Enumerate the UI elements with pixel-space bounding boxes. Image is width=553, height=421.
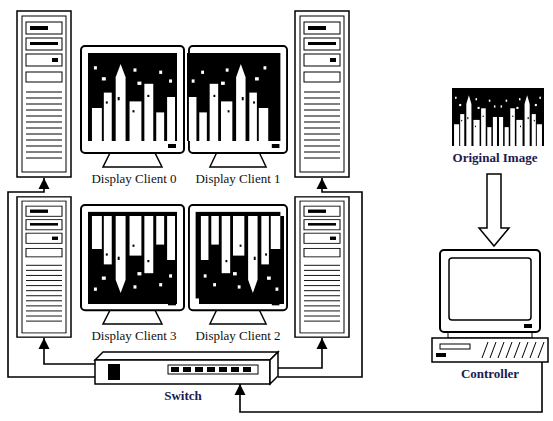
computer-tower (17, 11, 349, 337)
block-arrow (479, 174, 509, 246)
node-label: Original Image (441, 150, 549, 166)
node-label: Controller (433, 366, 547, 382)
display-client: Display Client 0 (16, 10, 72, 178)
node-label: Display Client 2 (183, 328, 293, 344)
network-cable (278, 178, 362, 377)
node-label: Display Client 1 (183, 171, 293, 187)
display-client: Display Client 2 (294, 196, 350, 338)
network-switch (95, 352, 278, 384)
original-image: Original Image (446, 88, 550, 168)
network-cable (278, 338, 322, 368)
node-label: Switch (136, 388, 230, 404)
display-client: Display Client 1 (294, 10, 350, 178)
network-cable (44, 338, 95, 364)
controller: Controller (432, 250, 548, 362)
original-image-picture (452, 88, 544, 146)
network-cable (8, 178, 95, 377)
display-client: Display Client 3 (16, 196, 72, 338)
node-label: Display Client 3 (76, 328, 192, 344)
controller-computer (432, 250, 548, 362)
node-label: Display Client 0 (76, 171, 192, 187)
switch: Switch (95, 352, 278, 384)
